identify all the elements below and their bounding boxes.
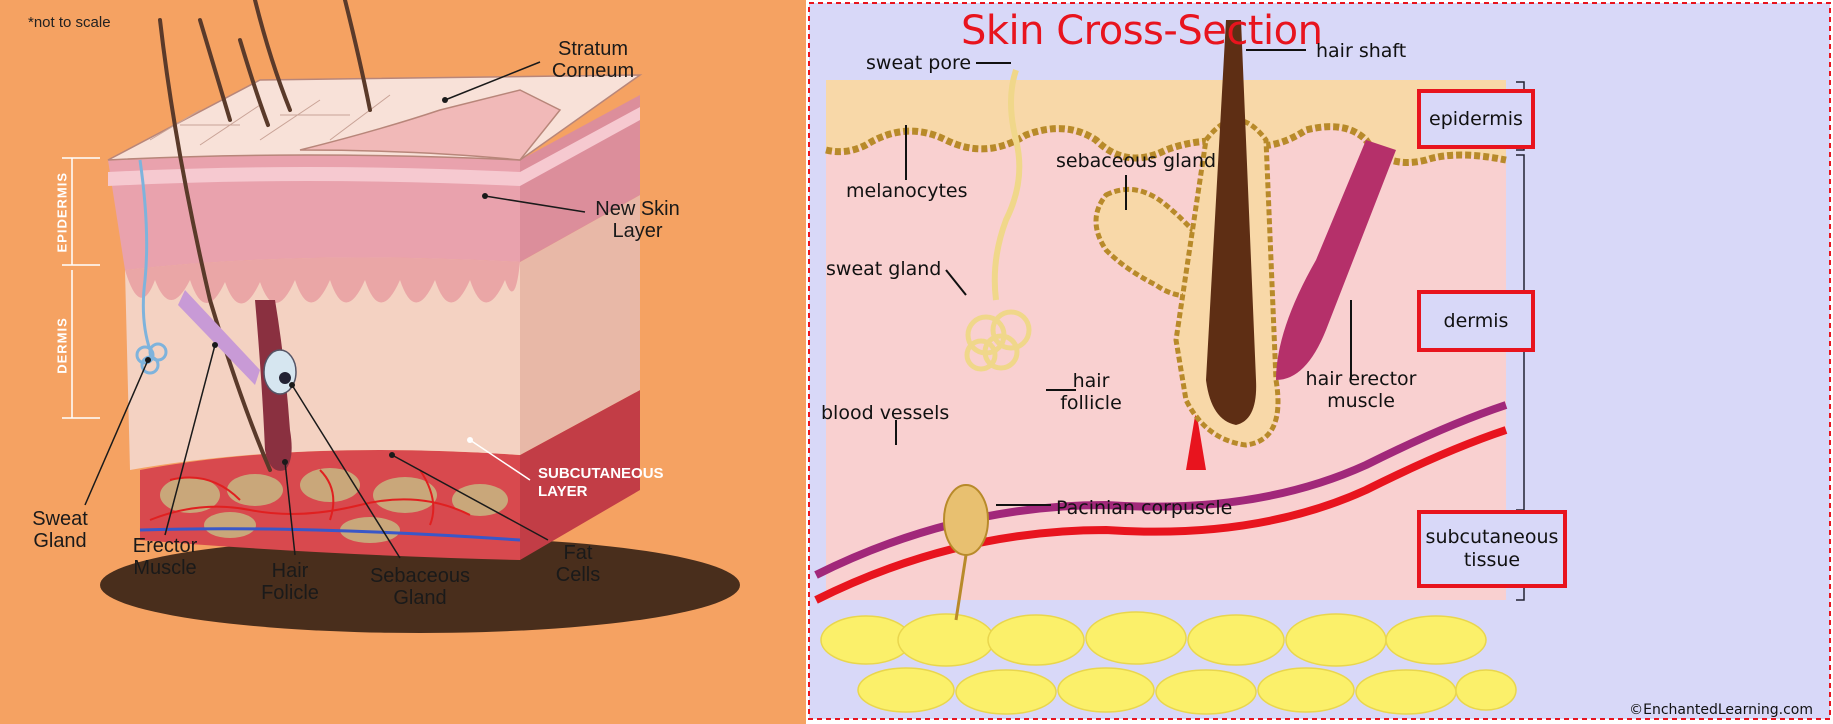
skin-diagram-3d: *not to scale EPIDERMIS DERMIS Stratum C…	[0, 0, 806, 724]
diagram-title: Skin Cross-Section	[961, 8, 1322, 54]
dermis-box: dermis	[1417, 290, 1535, 352]
erector-muscle-label: Erector Muscle	[125, 535, 205, 579]
not-to-scale-note: *not to scale	[28, 14, 111, 31]
hair-shaft-label: hair shaft	[1316, 40, 1406, 62]
sebaceous-gland-label: sebaceous gland	[1056, 150, 1216, 172]
subcutaneous-tissue-box: subcutaneous tissue	[1417, 510, 1567, 588]
cross-section-illustration	[806, 0, 1833, 724]
melanocytes-label: melanocytes	[846, 180, 968, 202]
new-skin-layer-label: New Skin Layer	[590, 198, 685, 242]
stratum-corneum-label: Stratum Corneum	[543, 38, 643, 82]
subcutaneous-layer-label: SUBCUTANEOUS LAYER	[538, 465, 688, 501]
copyright-text: ©EnchantedLearning.com	[1629, 702, 1813, 718]
hair-erector-muscle-label: hair erector muscle	[1296, 368, 1426, 412]
sebaceous-gland-label: Sebaceous Gland	[365, 565, 475, 609]
epidermis-vertical-label: EPIDERMIS	[55, 173, 70, 253]
sweat-gland-label: sweat gland	[826, 258, 941, 280]
hair-follicle-label: hair follicle	[1056, 370, 1126, 414]
hair-folicle-label: Hair Folicle	[255, 560, 325, 604]
sweat-gland-label: Sweat Gland	[25, 508, 95, 552]
skin-block-illustration	[0, 0, 806, 724]
skin-cross-section-diagram: Skin Cross-Section sweat pore hair shaft…	[806, 0, 1833, 724]
sweat-pore-label: sweat pore	[866, 52, 971, 74]
fat-cells-label: Fat Cells	[548, 542, 608, 586]
pacinian-corpuscle-shape	[944, 485, 988, 555]
epidermis-box: epidermis	[1417, 89, 1535, 149]
dermis-vertical-label: DERMIS	[55, 306, 70, 386]
blood-vessels-label: blood vessels	[821, 402, 949, 424]
pacinian-corpuscle-label: Pacinian corpuscle	[1056, 497, 1232, 519]
